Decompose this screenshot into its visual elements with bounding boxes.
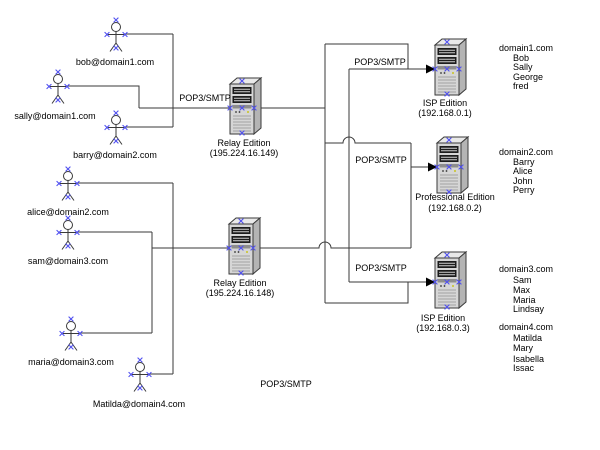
actor-bob	[105, 18, 128, 52]
domain-user: Matilda	[513, 333, 542, 343]
domain-header: domain4.com	[499, 322, 553, 332]
actor-label-matilda: Matilda@domain4.com	[93, 399, 185, 409]
person-icon	[105, 18, 128, 52]
domain-user: Issac	[513, 363, 535, 373]
domain-user: Bob	[513, 53, 529, 63]
relay1-name: Relay Edition	[217, 138, 270, 148]
wire-bottom-route-isp3	[325, 282, 409, 304]
wire-relay2-main	[152, 241, 411, 249]
protocol-label-professional: POP3/SMTP	[355, 155, 407, 165]
domain-user: Alice	[513, 166, 533, 176]
domain-user: Perry	[513, 185, 535, 195]
isp3-name: ISP Edition	[421, 313, 465, 323]
server-icon	[433, 252, 466, 309]
actor-sally	[47, 70, 70, 104]
person-icon	[129, 358, 152, 392]
domain-user: Mary	[513, 343, 533, 353]
actor-label-alice: alice@domain2.com	[27, 207, 109, 217]
domain-header: domain2.com	[499, 147, 553, 157]
actor-matilda	[129, 358, 152, 392]
domain-user: Max	[513, 285, 531, 295]
wire-sally-to-relay1	[66, 85, 140, 108]
domain-list-domain1: domain1.com Bob Sally George fred	[499, 43, 553, 91]
domain-header: domain1.com	[499, 43, 553, 53]
server-relay-1	[228, 78, 261, 135]
domain-user: Isabella	[513, 354, 544, 364]
server-isp-1	[433, 39, 466, 96]
actor-alice	[57, 167, 80, 201]
domain-list-domain4: domain4.com Matilda Mary Isabella Issac	[499, 322, 553, 373]
actor-sam	[57, 216, 80, 250]
server-icon	[433, 39, 466, 96]
server-icon	[228, 78, 261, 135]
arrowhead-isp3	[426, 277, 435, 287]
actor-label-bob: bob@domain1.com	[76, 57, 154, 67]
actor-label-maria: maria@domain3.com	[28, 357, 114, 367]
server-icon	[227, 218, 260, 275]
domain-user: Sally	[513, 62, 533, 72]
wires	[66, 33, 437, 375]
protocol-label-isp3: POP3/SMTP	[355, 263, 407, 273]
domain-user: Maria	[513, 295, 536, 305]
protocol-label-isp1: POP3/SMTP	[354, 57, 406, 67]
domain-user: John	[513, 176, 533, 186]
domain-user: Barry	[513, 157, 535, 167]
person-icon	[47, 70, 70, 104]
server-isp-3	[433, 252, 466, 309]
professional-ip: (192.168.0.2)	[428, 203, 482, 213]
isp1-ip: (192.168.0.1)	[418, 108, 472, 118]
domain-list-domain2: domain2.com Barry Alice John Perry	[499, 147, 553, 195]
protocol-label-relay1: POP3/SMTP	[179, 93, 231, 103]
actor-barry	[105, 111, 128, 145]
arrowhead-isp1	[426, 64, 435, 74]
domain-list-domain3: domain3.com Sam Max Maria Lindsay	[499, 264, 553, 314]
domain-user: Lindsay	[513, 304, 545, 314]
isp1-name: ISP Edition	[423, 98, 467, 108]
protocol-label-bottom: POP3/SMTP	[260, 379, 312, 389]
professional-name: Professional Edition	[415, 192, 495, 202]
actor-label-sally: sally@domain1.com	[14, 111, 95, 121]
person-icon	[105, 111, 128, 145]
isp3-ip: (192.168.0.3)	[416, 323, 470, 333]
wire-top-route-isp1	[325, 43, 409, 69]
actor-label-sam: sam@domain3.com	[28, 256, 108, 266]
actor-maria	[60, 317, 83, 351]
person-icon	[57, 167, 80, 201]
relay2-ip: (195.224.16.148)	[206, 288, 275, 298]
arrowhead-professional	[428, 162, 437, 172]
domain-user: fred	[513, 81, 529, 91]
person-icon	[60, 317, 83, 351]
server-relay-2	[227, 218, 260, 275]
relay1-ip: (195.224.16.149)	[210, 148, 279, 158]
relay2-name: Relay Edition	[213, 278, 266, 288]
domain-header: domain3.com	[499, 264, 553, 274]
person-icon	[57, 216, 80, 250]
domain-user: George	[513, 72, 543, 82]
wire-mid-route-professional	[325, 136, 411, 144]
server-professional	[435, 137, 468, 194]
server-icon	[435, 137, 468, 194]
domain-user: Sam	[513, 275, 532, 285]
actor-label-barry: barry@domain2.com	[73, 150, 157, 160]
